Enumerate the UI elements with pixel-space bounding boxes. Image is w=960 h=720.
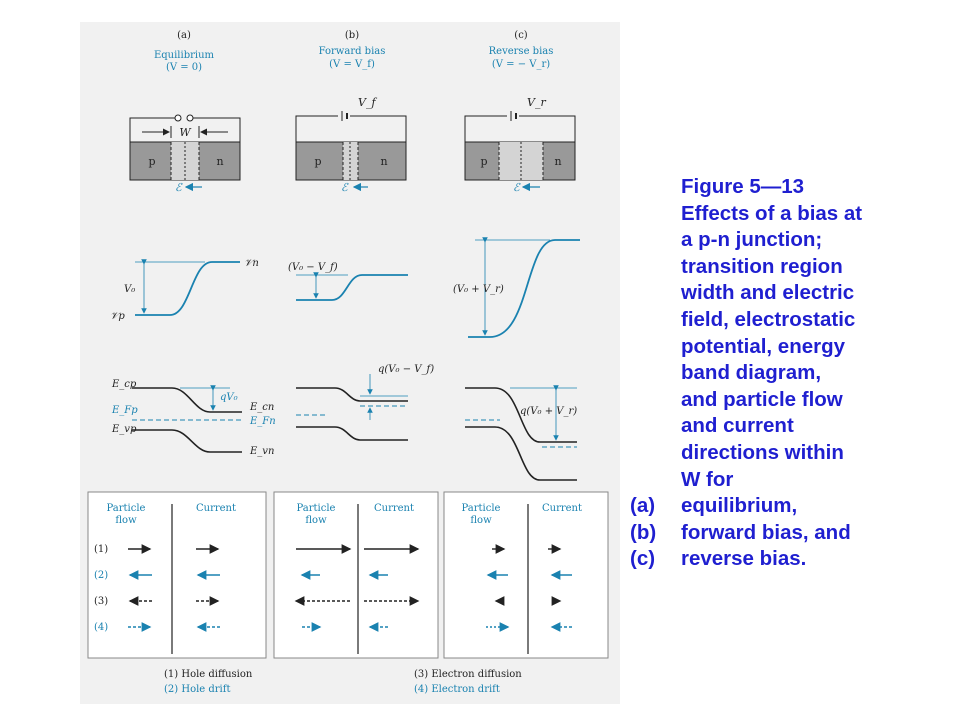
panel-c-condition: (V = − V_r) <box>492 59 550 70</box>
particle-header-b: Particle <box>297 503 336 514</box>
legend-hole-drift: (2) Hole drift <box>164 684 230 695</box>
fermi-sep-a: qV₀ <box>220 392 238 403</box>
caption-line: transition region <box>681 254 843 278</box>
panel-b-title: Forward bias <box>319 46 386 57</box>
panel-c-label: (c) <box>514 30 528 41</box>
circuit-b <box>295 111 407 181</box>
figure-svg: (a) Equilibrium (V = 0) (b) Forward bias… <box>87 30 609 695</box>
row-label-2: (2) <box>94 570 108 581</box>
particle-header-a: Particle <box>107 503 146 514</box>
panel-b-label: (b) <box>345 30 359 41</box>
flow-arrows-c <box>486 544 572 632</box>
band-guides-b <box>360 374 408 420</box>
caption-line: Figure 5—13 <box>681 175 805 198</box>
panel-a-condition: (V = 0) <box>166 62 202 73</box>
flow-table-boxes <box>87 491 609 659</box>
figure-5-13: (a) Equilibrium (V = 0) (b) Forward bias… <box>80 22 620 704</box>
caption-line: width and electric <box>681 281 855 305</box>
flow-table-dividers <box>171 504 529 654</box>
caption-item-b: (b)forward bias, and <box>630 520 851 544</box>
flow-header-c: flow <box>470 515 492 526</box>
efn-label: E_Fn <box>249 416 276 427</box>
current-header-a: Current <box>196 503 236 514</box>
row-label-1: (1) <box>94 544 108 555</box>
band-guides-c <box>510 385 577 441</box>
caption-line: directions within <box>681 440 844 464</box>
ecn-label: E_cn <box>249 402 274 413</box>
caption-line: band diagram, <box>681 361 822 385</box>
flow-row-labels: (1) (2) (3) (4) <box>94 544 108 633</box>
potential-label-b: (V₀ − V_f) <box>288 262 338 273</box>
band-diagram-b <box>296 387 408 441</box>
fermi-sep-c: q(V₀ + V_r) <box>520 406 577 417</box>
band-diagram-a <box>132 387 242 453</box>
p-label-b: p <box>314 155 321 168</box>
voltage-label-b: V_f <box>358 96 377 109</box>
caption-line: a p-n junction; <box>681 228 823 252</box>
evn-label: E_vn <box>249 446 274 457</box>
figure-caption: Figure 5—13 Effects of a bias at a p-n j… <box>630 174 950 573</box>
caption-line: Effects of a bias at <box>681 201 863 225</box>
current-header-c: Current <box>542 503 582 514</box>
caption-item-a: (a)equilibrium, <box>630 494 798 518</box>
legend-hole-diffusion: (1) Hole diffusion <box>164 669 253 680</box>
legend-electron-diffusion: (3) Electron diffusion <box>414 669 522 680</box>
fermi-sep-b: q(V₀ − V_f) <box>378 364 434 375</box>
p-label-c: p <box>480 155 487 168</box>
particle-header-c: Particle <box>462 503 501 514</box>
evp-label: E_vp <box>111 424 137 435</box>
potential-labels: 𝒱n 𝒱p V₀ (V₀ − V_f) (V₀ + V_r) <box>110 258 504 322</box>
efp-label: E_Fp <box>111 405 138 416</box>
panel-a-label: (a) <box>177 30 191 41</box>
caption-line: and particle flow <box>681 387 843 411</box>
ecp-label: E_cp <box>111 379 137 390</box>
flow-table-headers: Particle flow Current Particle flow Curr… <box>107 503 583 526</box>
row-label-3: (3) <box>94 596 108 607</box>
n-label-a: n <box>216 155 223 168</box>
potential-guides <box>135 237 550 336</box>
band-labels-a: E_cp E_Fp E_vp E_cn E_Fn E_vn qV₀ <box>111 379 276 457</box>
voltage-label-c: V_r <box>527 96 546 109</box>
flow-header-b: flow <box>305 515 327 526</box>
potential-label-c: (V₀ + V_r) <box>453 284 504 295</box>
caption-line: W for <box>681 467 734 491</box>
band-guides-a <box>180 385 230 411</box>
circuit-c <box>464 111 576 181</box>
n-label-c: n <box>554 155 561 168</box>
caption-line: potential, energy <box>681 334 846 358</box>
caption-line: field, electrostatic <box>681 307 856 331</box>
panel-a-title: Equilibrium <box>154 50 215 61</box>
field-label-a: ℰ <box>175 181 183 194</box>
caption-item-c: (c)reverse bias. <box>630 547 807 571</box>
legend: (1) Hole diffusion (2) Hole drift (3) El… <box>164 669 522 695</box>
circuit-a <box>129 114 241 181</box>
field-label-b: ℰ <box>341 181 349 194</box>
row-label-4: (4) <box>94 622 108 633</box>
band-diagram-c <box>465 387 577 481</box>
field-label-c: ℰ <box>513 181 521 194</box>
legend-electron-drift: (4) Electron drift <box>414 684 500 695</box>
panel-b-condition: (V = V_f) <box>329 59 375 70</box>
caption-line: and current <box>681 414 794 438</box>
potential-curves <box>135 239 580 338</box>
v0-label: V₀ <box>124 284 135 295</box>
flow-header-a: flow <box>115 515 137 526</box>
width-label: W <box>179 126 192 139</box>
n-label-b: n <box>380 155 387 168</box>
vp-label: 𝒱p <box>110 311 125 322</box>
panel-c-title: Reverse bias <box>489 46 554 57</box>
flow-arrows-b <box>294 544 420 632</box>
panel-headings: (a) Equilibrium (V = 0) (b) Forward bias… <box>154 30 553 73</box>
p-label-a: p <box>148 155 155 168</box>
vn-label: 𝒱n <box>244 258 259 269</box>
current-header-b: Current <box>374 503 414 514</box>
flow-arrows-a <box>128 544 220 632</box>
